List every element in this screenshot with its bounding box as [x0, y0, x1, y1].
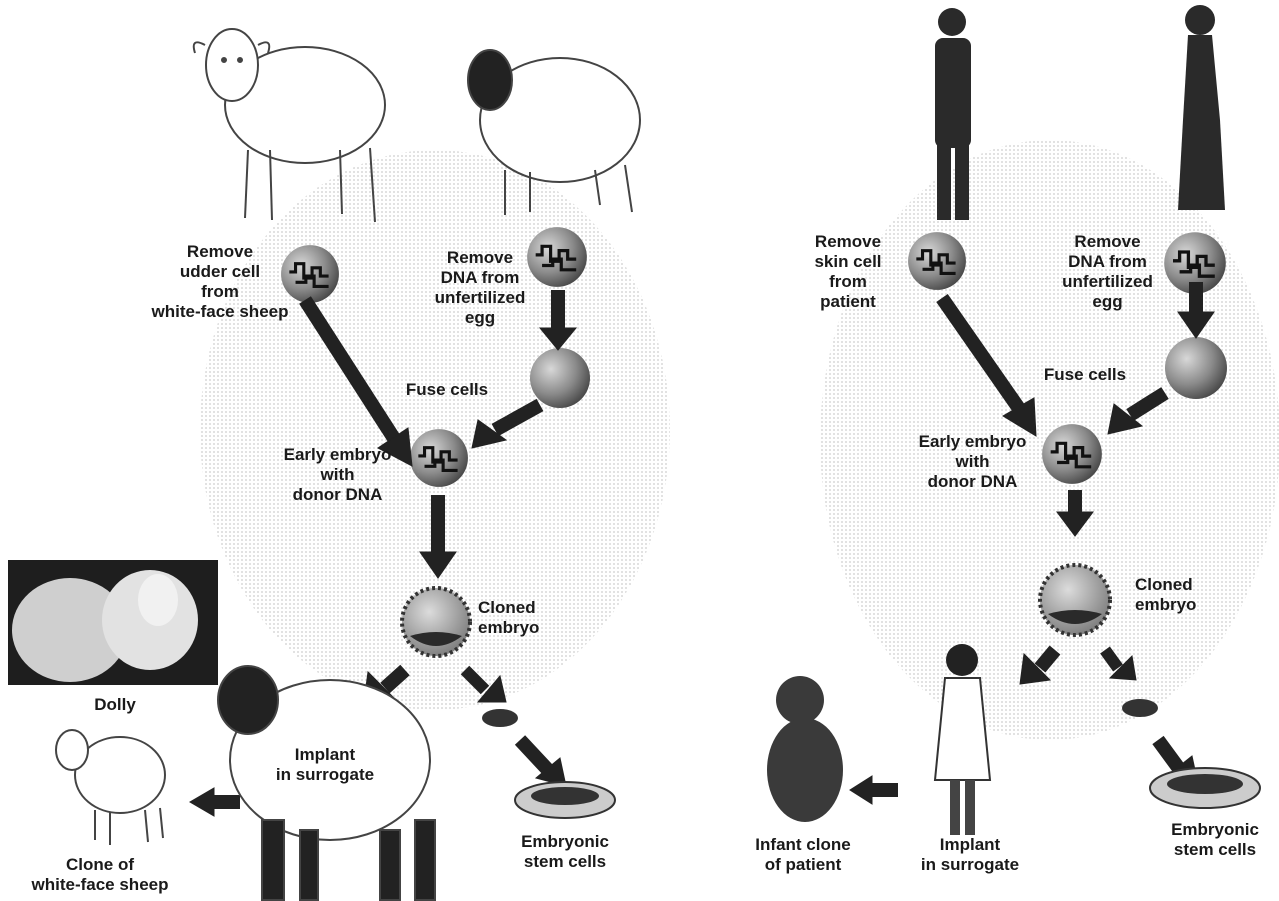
egg-with-dna-icon — [527, 227, 587, 287]
petri-dish-icon — [515, 782, 615, 818]
stem-cell-cluster-icon — [482, 709, 518, 727]
enucleated-egg-icon — [1165, 337, 1227, 399]
black-face-sheep-icon — [468, 50, 640, 215]
fetus-icon — [767, 676, 843, 822]
early-embryo-icon — [1042, 424, 1102, 484]
white-face-sheep-icon — [194, 29, 385, 222]
cloned-embryo-icon — [1040, 565, 1110, 635]
lamb-icon — [56, 730, 165, 845]
cloned-embryo-icon — [402, 588, 470, 656]
process-arrows-right — [850, 282, 1214, 804]
enucleated-egg-icon — [530, 348, 590, 408]
fuse-cells-label-left: Fuse cells — [392, 380, 502, 400]
skin-cell-icon — [908, 232, 966, 290]
dolly-label: Dolly — [70, 695, 160, 715]
petri-dish-icon — [1150, 768, 1260, 808]
woman-silhouette-icon — [1178, 5, 1225, 210]
fuse-cells-label-right: Fuse cells — [1030, 365, 1140, 385]
dolly-photo — [8, 560, 218, 685]
early-embryo-icon — [410, 429, 468, 487]
man-silhouette-icon — [935, 8, 971, 220]
stem-cell-cluster-icon — [1122, 699, 1158, 717]
woman-in-coat-icon — [935, 644, 990, 835]
